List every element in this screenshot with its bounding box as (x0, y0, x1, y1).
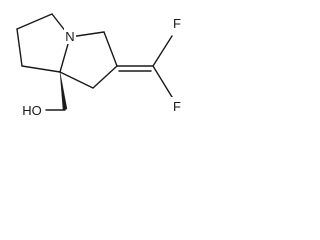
bond-c6-c7 (16, 28, 23, 67)
fluorine-top-label-bg (171, 14, 183, 31)
bond-c2-c1 (92, 65, 118, 89)
bond-c3-c2 (103, 31, 118, 67)
nitrogen-label-bg (64, 28, 76, 44)
molecule-structure: N F F HO (16, 13, 183, 118)
bond-c-f-bottom (152, 65, 173, 98)
stereo-wedge-bond (59, 71, 68, 111)
hydroxyl-group-label: HO (22, 103, 42, 118)
fluorine-bottom-atom-label: F (173, 99, 181, 114)
nitrogen-atom-label: N (65, 29, 74, 44)
bond-c1-c7a (59, 71, 94, 89)
bond-c-f-top (152, 35, 173, 67)
hydroxyl-label-bg (19, 102, 45, 118)
bond-c7-c7a (21, 65, 61, 73)
fluorine-bottom-label-bg (171, 97, 183, 114)
bond-c5-c6 (16, 13, 53, 30)
fluorine-top-atom-label: F (173, 16, 181, 31)
